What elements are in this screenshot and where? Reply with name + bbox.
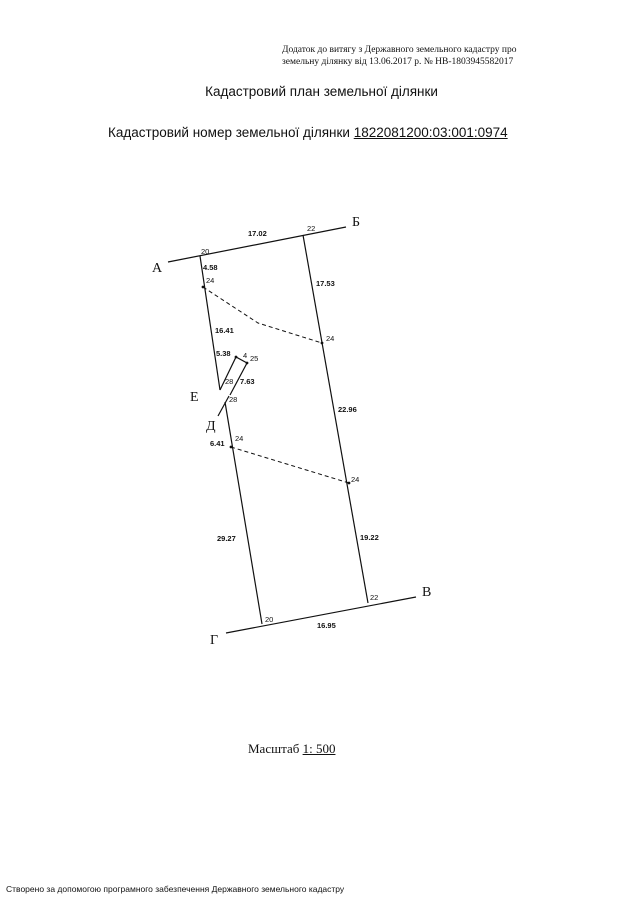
point-label: 4 <box>243 351 247 360</box>
corner-label-e: Е <box>190 390 199 405</box>
vertex-dot <box>320 341 324 345</box>
corner-label-g: Г <box>210 633 218 648</box>
length-right-bottom: 19.22 <box>360 533 379 542</box>
point-label: 24 <box>351 475 359 484</box>
dashed-line-lower <box>230 446 350 484</box>
boundary-left-lower <box>224 401 263 625</box>
boundary-left-upper <box>199 255 221 391</box>
footer-note: Створено за допомогою програмного забезп… <box>6 884 345 894</box>
corner-label-d: Д <box>206 419 216 434</box>
point-label: 24 <box>206 276 214 285</box>
cadastral-number: 1822081200:03:001:0974 <box>353 125 508 140</box>
length-inner-1: 5.38 <box>216 349 231 358</box>
length-left-top: 4.58 <box>203 263 218 272</box>
length-left-bottom: 29.27 <box>217 534 236 543</box>
length-bottom: 16.95 <box>317 621 336 630</box>
dashed-line-upper <box>202 286 323 344</box>
scale-row: Масштаб 1: 500 <box>248 741 335 757</box>
inner-structure-outline <box>219 356 248 396</box>
point-label: 22 <box>307 224 315 233</box>
cadastral-number-row: Кадастровий номер земельної ділянки 1822… <box>108 125 508 140</box>
header-note: Додаток до витягу з Державного земельног… <box>282 44 532 68</box>
point-label: 20 <box>201 247 209 256</box>
length-right-top: 17.53 <box>316 279 335 288</box>
vertex-dot <box>234 355 238 359</box>
corner-label-b: Б <box>352 215 360 230</box>
scale-value: 1: 500 <box>302 741 336 756</box>
header-note-line2: земельну ділянку від 13.06.2017 р. № НВ-… <box>282 57 514 67</box>
length-left-lower: 6.41 <box>210 439 225 448</box>
point-label: 28 <box>229 395 237 404</box>
vertex-dot <box>201 285 205 289</box>
corner-label-a: А <box>152 261 163 276</box>
boundary-bottom-line <box>225 596 417 634</box>
length-inner-2: 7.63 <box>240 377 255 386</box>
point-label: 22 <box>370 593 378 602</box>
length-top: 17.02 <box>248 229 267 238</box>
vertex-dot <box>245 361 249 365</box>
point-label: 20 <box>265 615 273 624</box>
cadastral-label: Кадастровий номер земельної ділянки <box>108 125 350 140</box>
point-label: 28 <box>225 377 233 386</box>
vertex-dot <box>347 481 351 485</box>
point-label: 25 <box>250 354 258 363</box>
point-d-tick <box>217 395 230 417</box>
header-note-line1: Додаток до витягу з Державного земельног… <box>282 45 517 55</box>
page-title: Кадастровий план земельної ділянки <box>205 84 438 99</box>
length-left-mid: 16.41 <box>215 326 234 335</box>
point-label: 24 <box>326 334 334 343</box>
point-label: 24 <box>235 434 243 443</box>
corner-label-v: В <box>422 585 431 600</box>
vertex-dot <box>229 445 233 449</box>
boundary-top-line <box>167 226 347 263</box>
boundary-right-line <box>302 234 369 604</box>
scale-label: Масштаб <box>248 741 300 756</box>
length-right-mid: 22.96 <box>338 405 357 414</box>
